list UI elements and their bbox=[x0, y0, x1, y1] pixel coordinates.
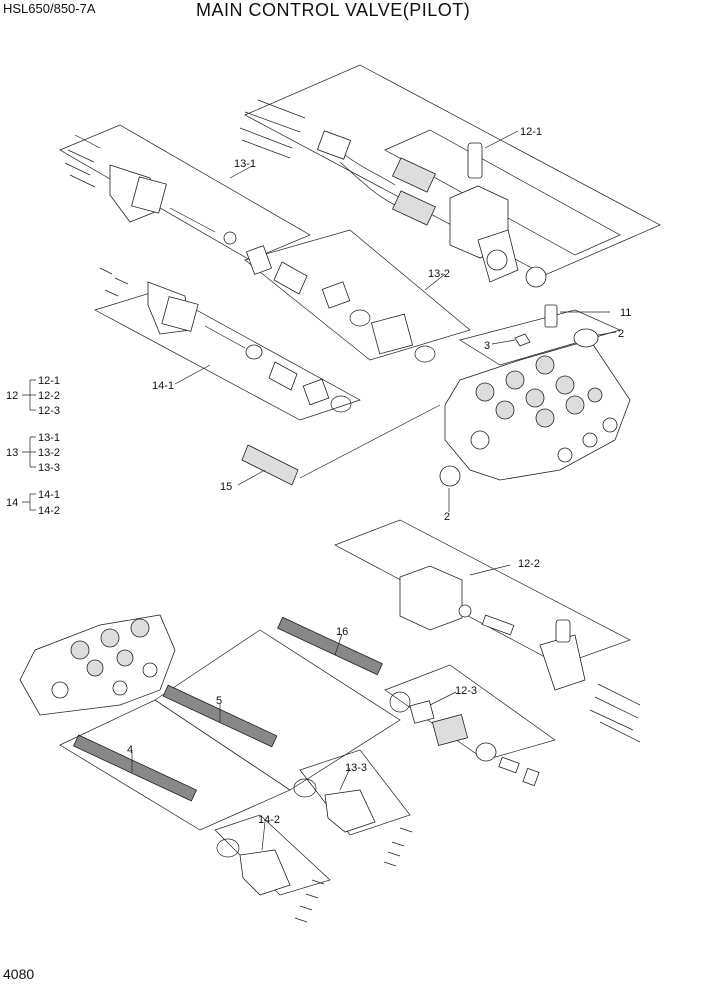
page-title: MAIN CONTROL VALVE(PILOT) bbox=[196, 0, 471, 20]
legend-child-13-2: 13-2 bbox=[38, 447, 60, 459]
callout-labels: 12-1 13-1 13-2 14-1 11 2 3 15 2 12-2 16 … bbox=[127, 126, 631, 826]
callout-11: 11 bbox=[620, 307, 631, 319]
legend-child-12-2: 12-2 bbox=[38, 390, 60, 402]
covers-13-3-14-2 bbox=[214, 749, 413, 923]
callout-13-3: 13-3 bbox=[345, 762, 367, 774]
callout-2-upper: 2 bbox=[618, 328, 624, 340]
cover-assembly-14 bbox=[94, 267, 361, 421]
cover-assembly-13 bbox=[59, 124, 471, 363]
page-number: 4080 bbox=[3, 966, 35, 982]
callout-13-2: 13-2 bbox=[428, 268, 450, 280]
legend-child-12-3: 12-3 bbox=[38, 405, 60, 417]
legend-parent-13: 13 bbox=[6, 447, 18, 459]
callout-3: 3 bbox=[484, 340, 490, 352]
leader-lines bbox=[131, 130, 617, 851]
legend-parent-14: 14 bbox=[6, 497, 18, 509]
legend-parent-12: 12 bbox=[6, 390, 18, 402]
assembly-legend: 12 12-1 12-2 12-3 13 13-1 13-2 13-3 14 1… bbox=[6, 375, 60, 517]
model-number: HSL650/850-7A bbox=[3, 1, 96, 16]
spring-assembly-12-3 bbox=[384, 664, 556, 787]
callout-14-1: 14-1 bbox=[152, 380, 174, 392]
legend-child-13-1: 13-1 bbox=[38, 432, 60, 444]
legend-child-13-3: 13-3 bbox=[38, 462, 60, 474]
callout-14-2: 14-2 bbox=[258, 814, 280, 826]
legend-child-14-2: 14-2 bbox=[38, 505, 60, 517]
callout-13-1: 13-1 bbox=[234, 158, 256, 170]
callout-5: 5 bbox=[216, 695, 222, 707]
solenoid-assembly-12-1 bbox=[239, 64, 661, 288]
callout-16: 16 bbox=[336, 626, 348, 638]
valve-body-lower bbox=[19, 519, 641, 743]
callout-4: 4 bbox=[127, 744, 133, 756]
legend-child-12-1: 12-1 bbox=[38, 375, 60, 387]
callout-12-1: 12-1 bbox=[520, 126, 542, 138]
callout-2-lower: 2 bbox=[444, 511, 450, 523]
callout-12-3: 12-3 bbox=[455, 685, 477, 697]
callout-15: 15 bbox=[220, 481, 232, 493]
callout-12-2: 12-2 bbox=[518, 558, 540, 570]
legend-child-14-1: 14-1 bbox=[38, 489, 60, 501]
valve-body-upper bbox=[241, 304, 631, 487]
